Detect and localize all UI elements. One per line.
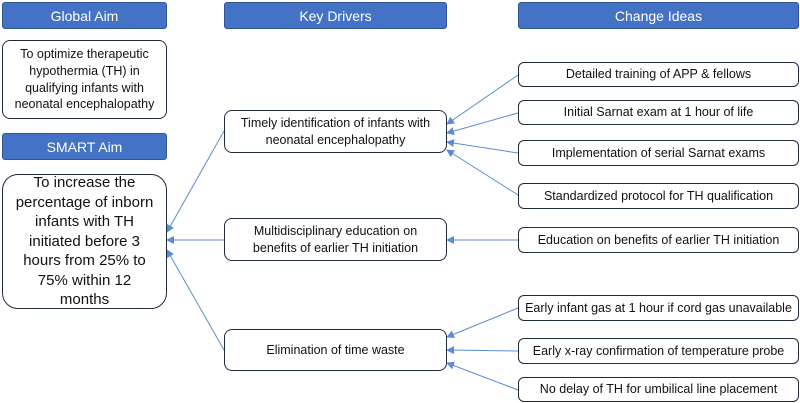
arrow-idea-3-to-driver-1 xyxy=(446,139,519,154)
idea-box-2: Initial Sarnat exam at 1 hour of life xyxy=(518,100,799,125)
key-drivers-header: Key Drivers xyxy=(224,2,447,29)
driver-box-elimination-time-waste: Elimination of time waste xyxy=(224,329,447,371)
idea-box-5: Education on benefits of earlier TH init… xyxy=(518,227,799,253)
idea-box-3: Implementation of serial Sarnat exams xyxy=(518,140,799,166)
driver-box-multidisciplinary-education: Multidisciplinary education on benefits … xyxy=(224,218,447,261)
driver-box-timely-identification: Timely identification of infants with ne… xyxy=(224,110,447,153)
idea-box-8: No delay of TH for umbilical line placem… xyxy=(518,377,799,402)
smart-aim-header: SMART Aim xyxy=(2,133,167,160)
arrow-driver-3-to-smart xyxy=(166,249,225,351)
arrow-idea-8-to-driver-3 xyxy=(446,361,519,391)
idea-box-6: Early infant gas at 1 hour if cord gas u… xyxy=(518,295,799,321)
change-ideas-header: Change Ideas xyxy=(518,2,799,29)
idea-box-1: Detailed training of APP & fellows xyxy=(518,62,799,87)
idea-box-7: Early x-ray confirmation of temperature … xyxy=(518,338,799,364)
global-aim-header: Global Aim xyxy=(2,2,167,29)
arrow-driver-1-to-smart xyxy=(166,130,225,233)
smart-aim-box: To increase the percentage of inborn inf… xyxy=(2,174,167,309)
arrow-idea-4-to-driver-1 xyxy=(446,149,519,196)
arrow-idea-6-to-driver-3 xyxy=(446,307,519,339)
global-aim-box: To optimize therapeutic hypothermia (TH)… xyxy=(2,40,167,119)
arrow-idea-1-to-driver-1 xyxy=(446,74,519,125)
idea-box-4: Standardized protocol for TH qualificati… xyxy=(518,183,799,209)
arrow-idea-2-to-driver-2 xyxy=(446,112,519,135)
arrow-idea-7-to-driver-3 xyxy=(446,346,519,355)
